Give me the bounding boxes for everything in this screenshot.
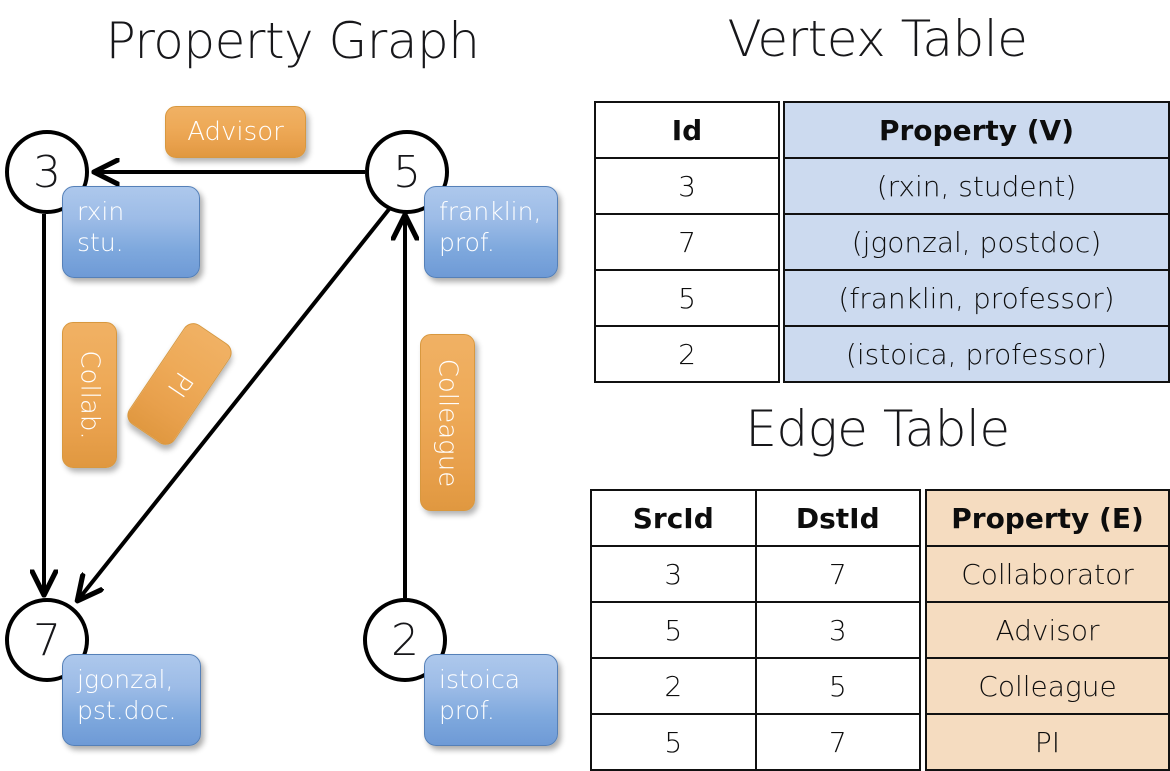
table-row[interactable]: 5 [594, 269, 780, 327]
graph-node-2[interactable]: 2 [363, 598, 447, 682]
edge-table-cell-dstid: 7 [754, 713, 921, 771]
vertex-table-cell-property: (jgonzal, postdoc) [783, 213, 1170, 271]
vertex-property-box-7-line2: pst.doc. [77, 695, 177, 725]
edge-table-cell-property: PI [925, 713, 1170, 771]
table-row[interactable]: (jgonzal, postdoc) [783, 213, 1170, 271]
vertex-table-cell-property: (franklin, professor) [783, 269, 1170, 327]
edge-table-cell-property: Colleague [925, 657, 1170, 715]
page-title-vertex-table: Vertex Table [727, 10, 1028, 68]
graph-node-7-label: 7 [33, 614, 61, 666]
vertex-table-cell-id: 7 [594, 213, 780, 271]
edge-table-header-dstid: DstId [754, 489, 921, 547]
edge-table-cell-dstid: 7 [754, 545, 921, 603]
edge-label-collab-text: Collab. [74, 350, 105, 440]
graph-node-5[interactable]: 5 [365, 130, 449, 214]
page-title-edge-table: Edge Table [745, 400, 1010, 458]
table-header-row: Property (V) [783, 101, 1170, 159]
graph-node-5-label: 5 [393, 146, 421, 198]
table-row[interactable]: 5 7 [590, 713, 921, 771]
vertex-property-box-5-line2: prof. [439, 227, 495, 257]
edge-table-id-columns: SrcId DstId 3 7 5 3 2 5 5 7 [590, 489, 921, 771]
table-row[interactable]: PI [925, 713, 1170, 771]
vertex-table-cell-property: (istoica, professor) [783, 325, 1170, 383]
edge-table-property-column: Property (E) Collaborator Advisor Collea… [925, 489, 1170, 771]
table-row[interactable]: 3 7 [590, 545, 921, 603]
vertex-table-cell-id: 2 [594, 325, 780, 383]
vertex-property-box-2-line1: istoica [439, 665, 521, 694]
vertex-table-cell-id: 3 [594, 157, 780, 215]
edge-table-cell-property: Advisor [925, 601, 1170, 659]
table-row[interactable]: (istoica, professor) [783, 325, 1170, 383]
vertex-property-box-5[interactable]: franklin, prof. [424, 186, 558, 278]
vertex-table-header-id: Id [594, 101, 780, 159]
vertex-property-box-3-line1: rxin [77, 197, 125, 226]
table-row[interactable]: (franklin, professor) [783, 269, 1170, 327]
table-row[interactable]: 2 5 [590, 657, 921, 715]
graph-node-3-label: 3 [33, 146, 61, 198]
property-graph-diagram: 3 5 7 2 rxin stu. franklin, prof. jgonza… [0, 0, 585, 760]
edge-label-box-advisor[interactable]: Advisor [165, 106, 306, 158]
edge-table-cell-srcid: 2 [590, 657, 757, 715]
table-header-row: Property (E) [925, 489, 1170, 547]
table-header-row: SrcId DstId [590, 489, 921, 547]
vertex-table-cell-property: (rxin, student) [783, 157, 1170, 215]
edge-line-5-to-7 [78, 206, 392, 600]
page-title-property-graph: Property Graph [105, 12, 480, 70]
edge-label-box-colleague[interactable]: Colleague [420, 334, 475, 511]
table-header-row: Id [594, 101, 780, 159]
edge-label-colleague-text: Colleague [432, 358, 463, 487]
edge-table-cell-srcid: 5 [590, 601, 757, 659]
vertex-property-box-2[interactable]: istoica prof. [424, 654, 558, 746]
table-row[interactable]: Colleague [925, 657, 1170, 715]
edge-table-cell-dstid: 5 [754, 657, 921, 715]
table-row[interactable]: 3 [594, 157, 780, 215]
table-row[interactable]: (rxin, student) [783, 157, 1170, 215]
edge-table-header-srcid: SrcId [590, 489, 757, 547]
edge-table-cell-srcid: 3 [590, 545, 757, 603]
edge-table-cell-property: Collaborator [925, 545, 1170, 603]
graph-node-2-label: 2 [391, 614, 419, 666]
edge-label-advisor-text: Advisor [187, 117, 284, 147]
graph-edge-lines [0, 0, 585, 760]
table-row[interactable]: Collaborator [925, 545, 1170, 603]
table-row[interactable]: 2 [594, 325, 780, 383]
vertex-table-property-column: Property (V) (rxin, student) (jgonzal, p… [783, 101, 1170, 383]
vertex-table-header-property: Property (V) [783, 101, 1170, 159]
vertex-property-box-3-line2: stu. [77, 227, 124, 257]
edge-table-cell-srcid: 5 [590, 713, 757, 771]
vertex-property-box-2-line2: prof. [439, 695, 495, 725]
edge-table-header-property: Property (E) [925, 489, 1170, 547]
vertex-property-box-3[interactable]: rxin stu. [62, 186, 200, 278]
vertex-table-id-column: Id 3 7 5 2 [594, 101, 780, 383]
edge-label-box-collab[interactable]: Collab. [62, 322, 117, 468]
edge-table-cell-dstid: 3 [754, 601, 921, 659]
vertex-property-box-7[interactable]: jgonzal, pst.doc. [62, 654, 201, 746]
vertex-property-box-7-line1: jgonzal, [77, 665, 174, 694]
vertex-table-cell-id: 5 [594, 269, 780, 327]
table-row[interactable]: 5 3 [590, 601, 921, 659]
vertex-property-box-5-line1: franklin, [439, 197, 542, 226]
table-row[interactable]: Advisor [925, 601, 1170, 659]
table-row[interactable]: 7 [594, 213, 780, 271]
edge-label-pi-text: PI [160, 365, 199, 403]
